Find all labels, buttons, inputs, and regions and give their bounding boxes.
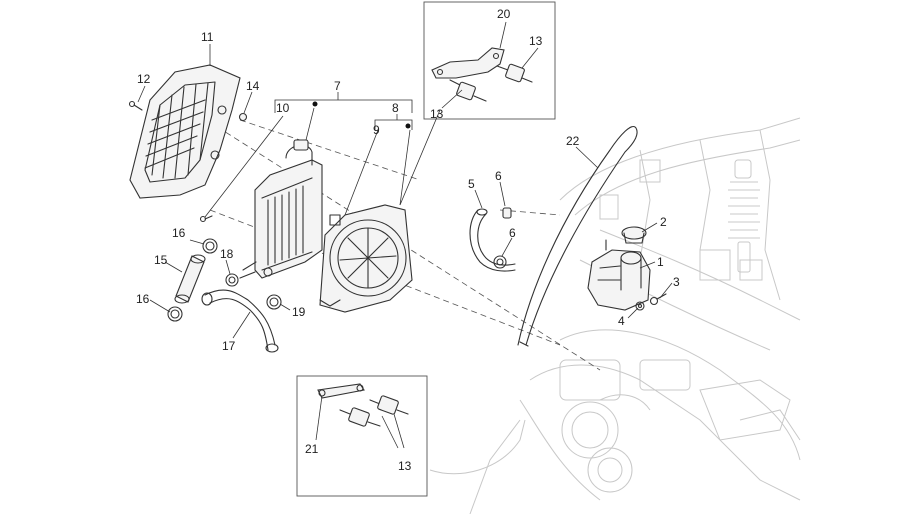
- hose-5: [469, 208, 516, 272]
- fan-shroud: [319, 204, 413, 313]
- callout-15: 15: [154, 253, 168, 267]
- callout-12: 12: [137, 72, 151, 86]
- overflow-tube-22: [517, 126, 638, 347]
- clamp-19: [266, 294, 282, 310]
- callout-17: 17: [222, 339, 236, 353]
- clip-6-upper: [502, 207, 512, 219]
- silent-block-13-upper-right: [496, 63, 533, 83]
- callout-16-upper: 16: [172, 226, 186, 240]
- lower-inset: [296, 375, 428, 497]
- callout-5: 5: [468, 177, 475, 191]
- hose-17: [201, 289, 279, 353]
- callout-16-lower: 16: [136, 292, 150, 306]
- callout-7: 7: [334, 79, 341, 93]
- group-bracket-8: [374, 119, 413, 130]
- clamp-16-lower: [167, 306, 183, 322]
- callout-11: 11: [201, 30, 214, 44]
- callout-22: 22: [566, 134, 580, 148]
- callout-9: 9: [373, 123, 380, 137]
- callout-8: 8: [392, 101, 399, 115]
- callout-2: 2: [660, 215, 667, 229]
- callout-13-top-right: 13: [529, 34, 543, 48]
- callout-6-upper: 6: [495, 169, 502, 183]
- radiator: [239, 139, 323, 279]
- callout-labels: 11 12 14 7 10 8 9 20 13 13 22 5 6 6 2 1 …: [136, 7, 680, 473]
- callout-10: 10: [276, 101, 290, 115]
- screw-12: [128, 100, 143, 111]
- hose-15: [174, 254, 206, 304]
- callout-18: 18: [220, 247, 234, 261]
- expansion-tank: [587, 239, 651, 311]
- bracket-21: [317, 383, 365, 399]
- callout-13-top-left: 13: [430, 107, 444, 121]
- callout-21: 21: [305, 442, 319, 456]
- radiator-grille-cover: [129, 64, 241, 199]
- callout-13-bottom: 13: [398, 459, 412, 473]
- group-bracket-7: [274, 99, 413, 113]
- tank-cap: [621, 226, 647, 244]
- screw-radiator: [199, 215, 213, 223]
- callout-6-lower: 6: [509, 226, 516, 240]
- washer-4: [635, 301, 645, 311]
- leader-lines: [137, 21, 673, 449]
- silent-block-13-lower-left: [339, 407, 381, 427]
- upper-inset: [423, 1, 556, 120]
- scooter-frame: [429, 117, 801, 514]
- nut-14: [238, 112, 248, 122]
- callout-19: 19: [292, 305, 306, 319]
- silent-block-13-lower-right: [369, 395, 409, 415]
- bracket-20: [431, 47, 505, 79]
- clamp-16-upper: [202, 238, 218, 254]
- callout-14: 14: [246, 79, 260, 93]
- clip-6-lower: [493, 255, 507, 269]
- callout-4: 4: [618, 314, 625, 328]
- callout-3: 3: [673, 275, 680, 289]
- callout-1: 1: [657, 255, 664, 269]
- clamp-18: [225, 273, 239, 287]
- callout-20: 20: [497, 7, 511, 21]
- shock-absorber: [728, 159, 760, 273]
- silent-block-13-upper-left: [449, 79, 487, 102]
